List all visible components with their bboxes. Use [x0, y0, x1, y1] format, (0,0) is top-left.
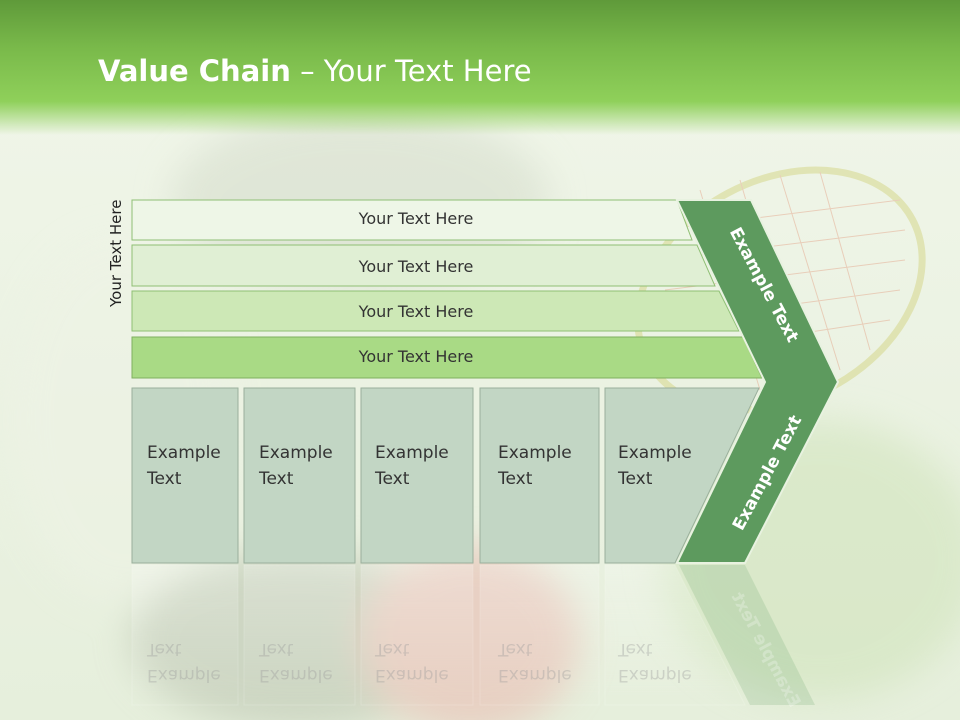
column-box-4 [479, 387, 600, 564]
column-box-1 [131, 387, 239, 564]
page-title: Value Chain – Your Text Here [98, 54, 532, 88]
row-bar-3 [131, 290, 740, 332]
header-bar [0, 0, 960, 135]
row-bar-2 [131, 244, 716, 287]
column-box-2 [243, 387, 356, 564]
chevron-arrow [675, 199, 840, 564]
row-label-4: Your Text Here [358, 347, 474, 366]
side-label: Your Text Here [107, 200, 125, 307]
title-rest: – Your Text Here [290, 54, 532, 88]
column-box-3 [360, 387, 474, 564]
row-label-2: Your Text Here [358, 257, 474, 276]
row-label-3: Your Text Here [358, 302, 474, 321]
column-box-5 [604, 387, 760, 564]
row-label-1: Your Text Here [358, 209, 474, 228]
row-bar-1 [131, 199, 693, 241]
title-bold: Value Chain [98, 54, 291, 88]
